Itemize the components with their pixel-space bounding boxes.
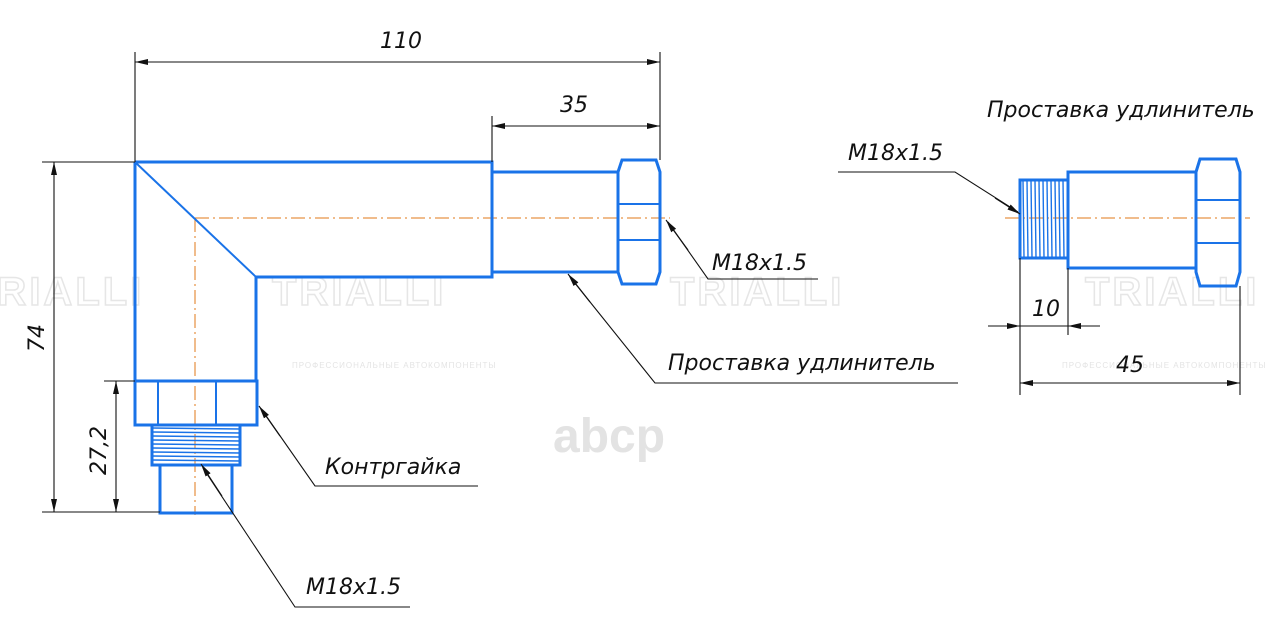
dim-text-45: 45 — [1116, 353, 1144, 378]
lower-locknut-assembly — [133, 379, 259, 515]
lower-locknut — [133, 379, 259, 427]
leader-arrow-thread-extension — [994, 197, 1021, 215]
dimension-45: 45 — [1020, 286, 1241, 395]
right-nut-assembly — [490, 158, 662, 286]
thread-line — [151, 439, 241, 442]
watermark-group: TRIALLI TRIALLI TRIALLI TRIALLI ПРОФЕССИ… — [0, 269, 1266, 463]
extension-hex-nut — [1194, 157, 1242, 288]
callout-extension-left: Проставка удлинитель — [567, 273, 958, 384]
extension-shank — [1066, 170, 1198, 270]
thread-line — [151, 459, 241, 462]
dim-text-35: 35 — [560, 93, 588, 118]
callout-text-thread-extension: M18x1.5 — [848, 141, 943, 166]
thread-line — [151, 447, 241, 450]
watermark-brand-center: TRIALLI — [670, 270, 844, 314]
leader-arrow-thread-bottom — [200, 463, 223, 497]
leader-arrow-locknut — [258, 405, 281, 437]
dimension-74: 74 — [25, 161, 160, 513]
thread-line — [1050, 179, 1053, 259]
dim-text-110: 110 — [380, 29, 422, 54]
thread-line — [1054, 179, 1057, 259]
watermark-brand-right: TRIALLI — [1085, 270, 1259, 314]
dim-text-27-2: 27,2 — [87, 426, 112, 475]
thread-line — [1062, 179, 1065, 259]
extension-piece — [1018, 157, 1242, 288]
thread-line — [151, 455, 241, 458]
callout-text-locknut: Контргайка — [325, 455, 461, 480]
thread-line — [1046, 179, 1049, 259]
thread-line — [1030, 179, 1033, 259]
callout-text-thread-right: M18x1.5 — [712, 251, 807, 276]
leader-extension-left — [569, 276, 958, 384]
dimension-10: 10 — [988, 258, 1100, 395]
thread-line — [1034, 179, 1037, 259]
watermark-tagline-right: ПРОФЕССИОНАЛЬНЫЕ АВТОКОМПОНЕНТЫ — [1062, 361, 1266, 370]
extension-thread-lines — [1022, 179, 1065, 259]
callout-text-extension-left: Проставка удлинитель — [668, 351, 936, 376]
thread-line — [1042, 179, 1045, 259]
callout-text-thread-bottom: M18x1.5 — [306, 575, 401, 600]
watermark-brand-left: TRIALLI — [0, 270, 144, 314]
thread-line — [151, 443, 241, 446]
right-shank — [490, 170, 620, 274]
leader-thread-extension — [838, 171, 1019, 213]
callout-locknut: Контргайка — [258, 405, 478, 487]
thread-line — [1022, 179, 1025, 259]
dimension-110: 110 — [134, 29, 661, 162]
leader-arrow-thread-right — [665, 219, 689, 251]
thread-line — [1038, 179, 1041, 259]
dim-text-10: 10 — [1032, 297, 1060, 322]
watermark-abcp: abcp — [553, 410, 665, 463]
lower-thread-lines — [151, 427, 241, 462]
extension-title: Проставка удлинитель — [987, 98, 1255, 123]
dimension-35: 35 — [491, 93, 660, 162]
thread-line — [1058, 179, 1061, 259]
callout-thread-bottom: M18x1.5 — [200, 463, 410, 608]
leader-thread-bottom — [202, 467, 410, 608]
dimension-27-2: 27,2 — [87, 380, 135, 512]
watermark-tagline: ПРОФЕССИОНАЛЬНЫЕ АВТОКОМПОНЕНТЫ — [292, 361, 496, 370]
dim-text-74: 74 — [25, 324, 50, 352]
lower-spigot — [158, 463, 234, 515]
thread-line — [151, 431, 241, 434]
thread-line — [151, 451, 241, 454]
thread-line — [151, 427, 241, 430]
thread-line — [151, 435, 241, 438]
thread-line — [1026, 179, 1029, 259]
callout-thread-extension: M18x1.5 — [838, 141, 1021, 215]
leader-arrow-extension-left — [567, 273, 591, 303]
elbow-miter-line — [134, 161, 257, 278]
right-hex-nut — [616, 158, 662, 286]
callout-thread-right: M18x1.5 — [665, 219, 818, 280]
